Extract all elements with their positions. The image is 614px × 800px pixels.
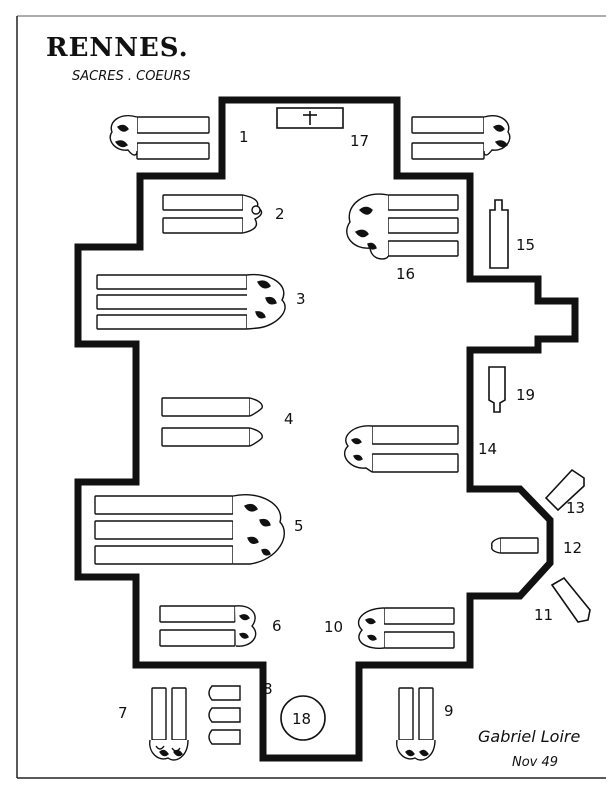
label-12: 12: [563, 539, 582, 557]
rose-window-18: [280, 695, 326, 741]
plan-title: RENNES.: [46, 33, 189, 63]
label-9: 9: [444, 702, 454, 720]
label-10: 10: [324, 618, 343, 636]
window-14: [343, 425, 459, 473]
cross-icon: [303, 111, 317, 125]
label-6: 6: [272, 617, 282, 635]
label-17: 17: [350, 132, 369, 150]
label-3: 3: [296, 290, 306, 308]
signature: Gabriel Loire: [478, 727, 580, 746]
label-14: 14: [478, 440, 497, 458]
label-2: 2: [275, 205, 285, 223]
window-2: [162, 194, 263, 234]
window-19: [488, 366, 506, 413]
label-11: 11: [534, 606, 553, 624]
plan-subtitle: SACRES . COEURS: [72, 69, 190, 84]
church-wall-outline: [74, 96, 579, 762]
label-15: 15: [516, 236, 535, 254]
window-5: [94, 494, 285, 565]
label-19: 19: [516, 386, 535, 404]
window-11: [550, 576, 591, 623]
window-17: [411, 115, 511, 160]
window-7: [149, 687, 189, 761]
window-16: [346, 193, 459, 260]
label-8: 8: [263, 680, 273, 698]
window-8: [208, 685, 241, 745]
label-18: 18: [292, 710, 311, 728]
date-label: Nov 49: [512, 755, 558, 770]
window-15: [489, 199, 509, 269]
altar: [276, 107, 344, 129]
label-13: 13: [566, 499, 585, 517]
window-number-labels: 1 2 3 4 5 6 7 8 9 10 11 12 13 14 15 16 1…: [118, 128, 585, 728]
label-16: 16: [396, 265, 415, 283]
window-12: [490, 537, 539, 554]
label-4: 4: [284, 410, 294, 428]
window-4: [161, 397, 263, 447]
page-frame: [16, 15, 606, 779]
window-1: [109, 115, 210, 160]
label-1: 1: [239, 128, 249, 146]
window-13: [544, 468, 585, 512]
label-5: 5: [294, 517, 304, 535]
window-6: [159, 605, 257, 647]
window-9: [396, 687, 436, 761]
label-7: 7: [118, 704, 128, 722]
window-10: [357, 607, 455, 649]
window-3: [96, 273, 286, 330]
